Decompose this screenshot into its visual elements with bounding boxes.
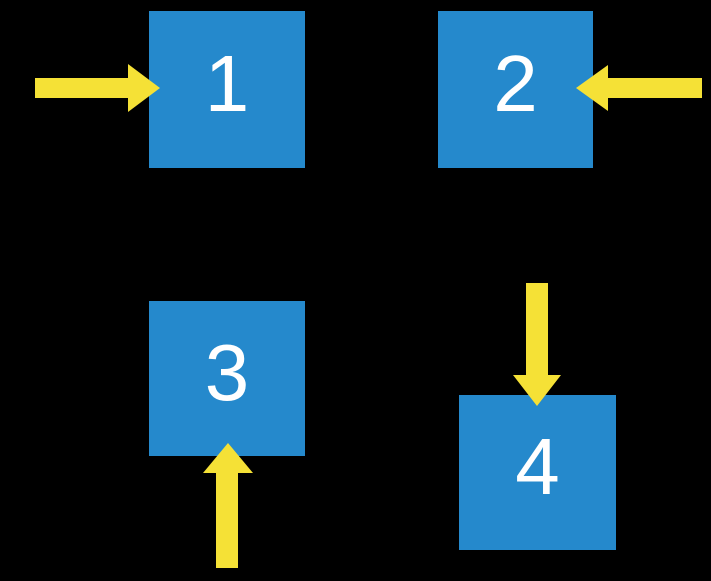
arrow-left-icon	[576, 65, 608, 111]
square-1: 1	[149, 11, 305, 168]
square-2-label: 2	[493, 38, 538, 128]
square-3-label: 3	[204, 327, 250, 417]
square-4-label: 4	[515, 421, 560, 511]
arrow-up-icon	[216, 473, 238, 568]
square-3: 3	[149, 301, 305, 456]
arrow-down-icon	[513, 375, 561, 406]
square-1-label: 1	[204, 38, 250, 128]
arrow-left-icon	[608, 78, 702, 98]
arrow-down-icon	[526, 283, 548, 375]
arrow-right-icon	[35, 78, 128, 98]
arrow-right-icon	[128, 64, 160, 112]
arrow-up-icon	[203, 443, 253, 473]
square-2: 2	[438, 11, 593, 168]
square-4: 4	[459, 395, 616, 550]
